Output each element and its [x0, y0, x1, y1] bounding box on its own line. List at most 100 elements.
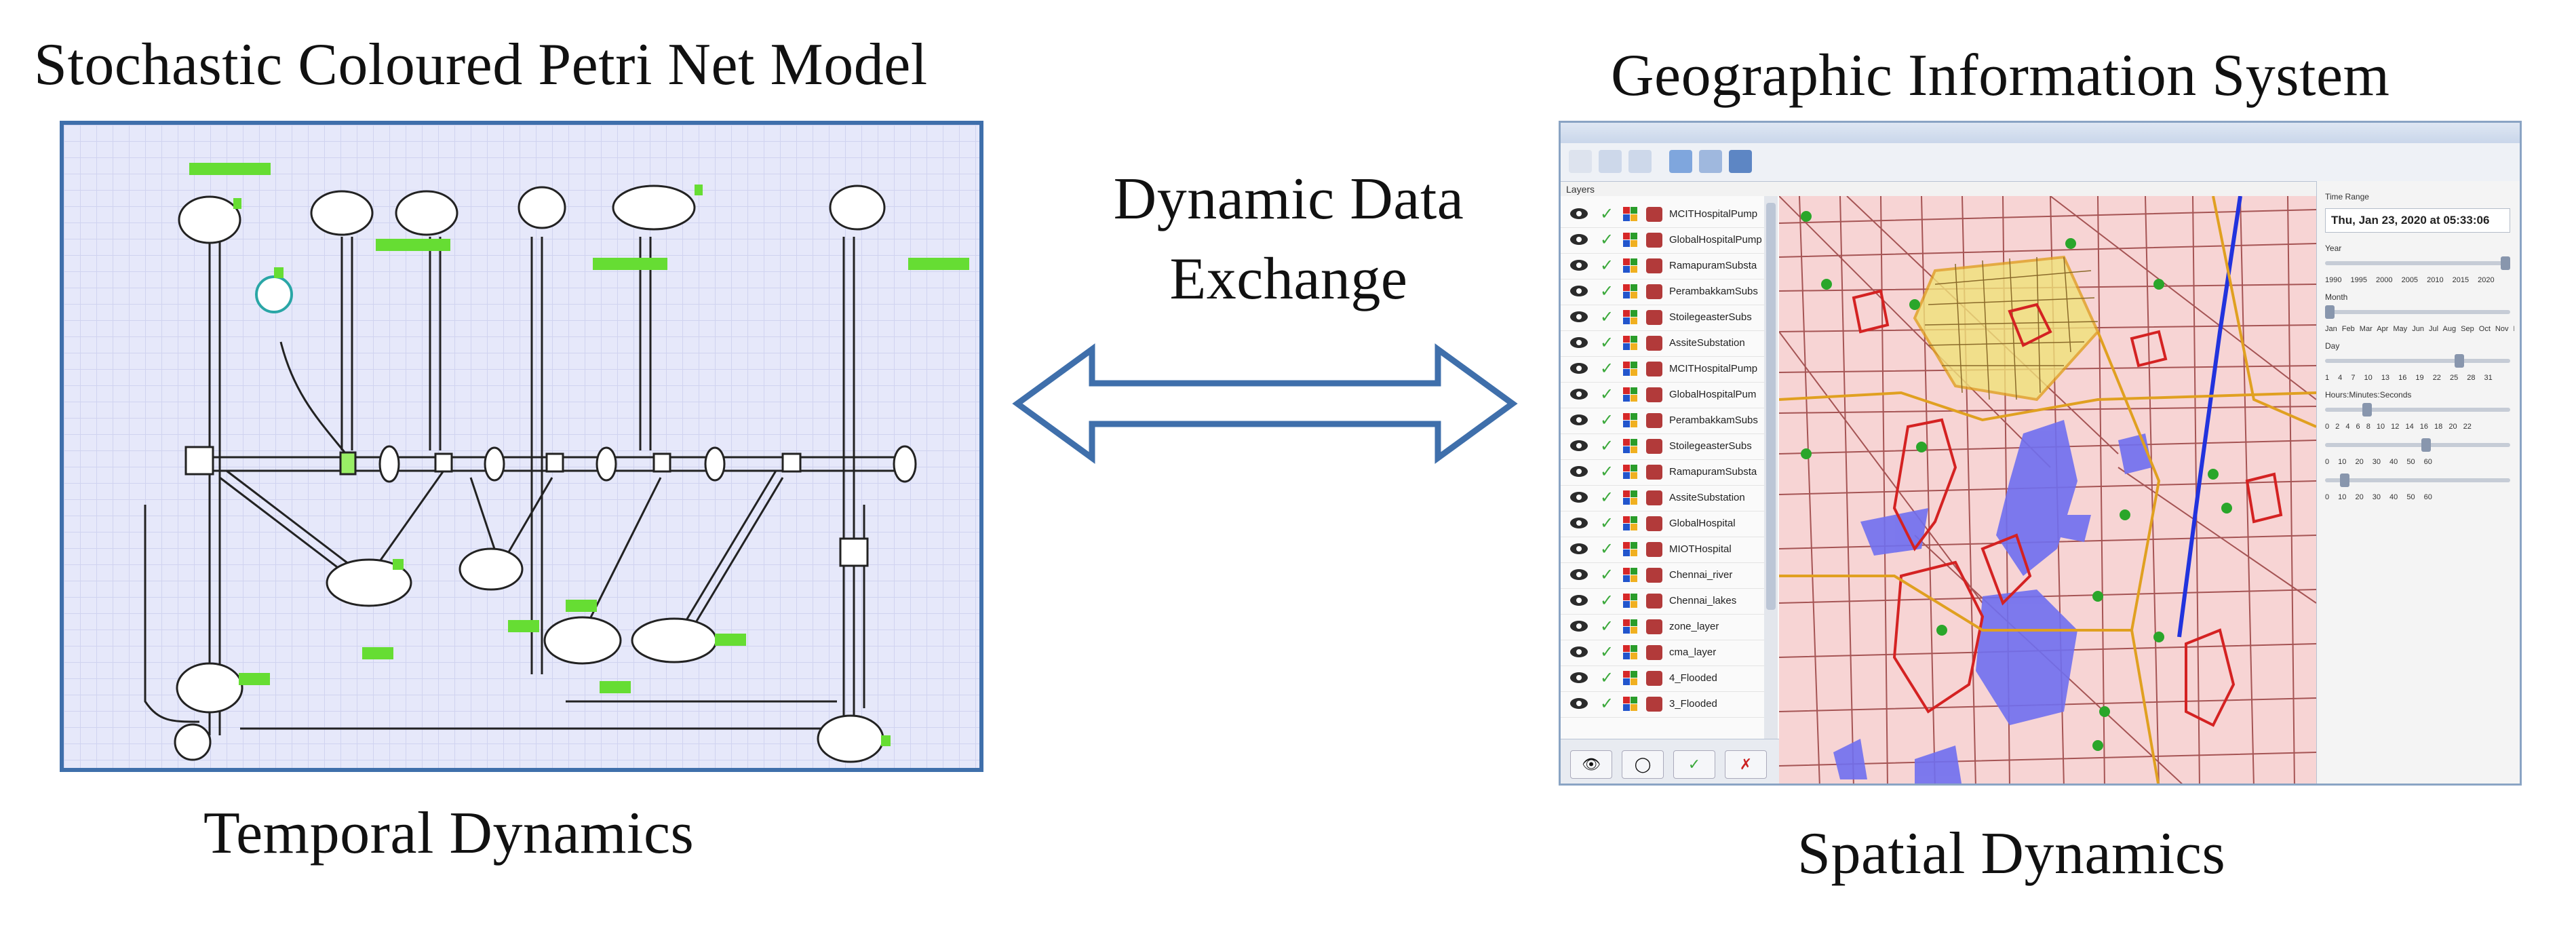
- year-slider[interactable]: [2325, 256, 2510, 270]
- layer-row[interactable]: ✓PerambakkamSubs: [1561, 279, 1764, 305]
- hour-slider[interactable]: [2325, 403, 2510, 417]
- eye-icon[interactable]: [1570, 311, 1588, 322]
- eye-icon[interactable]: [1570, 286, 1588, 296]
- time-range-label: Time Range: [2325, 192, 2369, 201]
- check-icon[interactable]: ✓: [1600, 205, 1614, 223]
- database-icon: [1646, 697, 1662, 712]
- eye-icon[interactable]: [1570, 492, 1588, 503]
- full-extent-icon[interactable]: [1729, 150, 1752, 173]
- layer-row[interactable]: ✓ GlobalHospitalPum: [1561, 382, 1764, 408]
- layer-row[interactable]: ✓GlobalHospital: [1561, 511, 1764, 537]
- check-icon[interactable]: ✓: [1600, 256, 1614, 275]
- check-icon[interactable]: ✓: [1600, 385, 1614, 404]
- month-slider[interactable]: [2325, 305, 2510, 319]
- database-icon: [1646, 207, 1662, 222]
- check-icon[interactable]: ✓: [1600, 488, 1614, 507]
- check-icon[interactable]: ✓: [1600, 540, 1614, 558]
- layer-row[interactable]: ✓AssiteSubstation: [1561, 330, 1764, 357]
- check-icon[interactable]: ✓: [1600, 282, 1614, 301]
- check-icon[interactable]: ✓: [1600, 592, 1614, 610]
- multicolor-symbol-icon: [1623, 516, 1638, 531]
- eye-icon[interactable]: [1570, 414, 1588, 425]
- time-range-panel: Time Range Thu, Jan 23, 2020 at 05:33:06…: [2316, 181, 2520, 784]
- layer-row[interactable]: ✓MCITHospitalPump: [1561, 201, 1764, 228]
- eye-icon[interactable]: [1570, 543, 1588, 554]
- eye-icon[interactable]: [1570, 208, 1588, 219]
- layer-name: MIOTHospital: [1669, 543, 1732, 555]
- zoom-in-icon[interactable]: [1599, 150, 1622, 173]
- check-icon[interactable]: ✓: [1600, 643, 1614, 661]
- check-icon[interactable]: ✓: [1600, 566, 1614, 584]
- layer-row[interactable]: ✓zone_layer: [1561, 614, 1764, 640]
- exchange-label-line1: Dynamic Data: [1113, 166, 1464, 232]
- layer-row[interactable]: ✓ Chennai_lakes: [1561, 588, 1764, 615]
- database-icon: [1646, 362, 1662, 376]
- petri-net-diagram: [64, 125, 979, 768]
- zoom-out-icon[interactable]: [1628, 150, 1652, 173]
- eye-icon[interactable]: [1570, 389, 1588, 400]
- eye-icon[interactable]: [1570, 698, 1588, 709]
- eye-icon[interactable]: [1570, 466, 1588, 477]
- minute-slider[interactable]: [2325, 438, 2510, 452]
- layer-row[interactable]: ✓ 4_Flooded: [1561, 665, 1764, 692]
- check-icon[interactable]: ✓: [1600, 695, 1614, 713]
- layer-row[interactable]: ✓3_Flooded: [1561, 691, 1764, 718]
- show-layers-button[interactable]: 👁: [1570, 750, 1612, 779]
- layer-row[interactable]: ✓GlobalHospitalPump: [1561, 227, 1764, 254]
- database-icon: [1646, 671, 1662, 686]
- disable-layers-button[interactable]: ✗: [1725, 750, 1767, 779]
- layer-name: Chennai_lakes: [1669, 595, 1737, 606]
- check-icon[interactable]: ✓: [1600, 360, 1614, 378]
- check-icon[interactable]: ✓: [1600, 411, 1614, 429]
- date-time-field[interactable]: Thu, Jan 23, 2020 at 05:33:06: [2325, 208, 2510, 233]
- pointer-icon[interactable]: [1569, 150, 1592, 173]
- layer-name: StoilegeasterSubs: [1669, 440, 1752, 452]
- map-canvas: [1779, 196, 2316, 784]
- layer-row[interactable]: ✓PerambakkamSubs: [1561, 408, 1764, 434]
- layer-row[interactable]: ✓cma_layer: [1561, 640, 1764, 666]
- layer-row[interactable]: ✓RamapuramSubsta: [1561, 459, 1764, 486]
- layer-row[interactable]: ✓ MIOTHospital: [1561, 537, 1764, 563]
- check-icon[interactable]: ✓: [1600, 463, 1614, 481]
- info-icon[interactable]: [1699, 150, 1722, 173]
- eye-icon[interactable]: [1570, 337, 1588, 348]
- eye-icon[interactable]: [1570, 260, 1588, 271]
- layer-row[interactable]: ✓RamapuramSubsta: [1561, 253, 1764, 279]
- second-slider[interactable]: [2325, 473, 2510, 487]
- layer-row[interactable]: ✓ StoilegeasterSubs: [1561, 433, 1764, 460]
- multicolor-symbol-icon: [1623, 310, 1638, 325]
- layer-row[interactable]: ✓Chennai_river: [1561, 562, 1764, 589]
- database-icon: [1646, 439, 1662, 454]
- eye-icon[interactable]: [1570, 518, 1588, 528]
- layer-name: 4_Flooded: [1669, 672, 1717, 684]
- multicolor-symbol-icon: [1623, 465, 1638, 480]
- check-icon[interactable]: ✓: [1600, 617, 1614, 636]
- check-icon[interactable]: ✓: [1600, 669, 1614, 687]
- check-icon[interactable]: ✓: [1600, 308, 1614, 326]
- day-slider[interactable]: [2325, 354, 2510, 368]
- map-view[interactable]: [1779, 196, 2316, 784]
- check-icon[interactable]: ✓: [1600, 334, 1614, 352]
- eye-icon[interactable]: [1570, 646, 1588, 657]
- layer-name: GlobalHospitalPum: [1669, 389, 1757, 400]
- eye-icon[interactable]: [1570, 440, 1588, 451]
- multicolor-symbol-icon: [1623, 439, 1638, 454]
- pan-icon[interactable]: [1669, 150, 1692, 173]
- enable-layers-button[interactable]: ✓: [1673, 750, 1715, 779]
- layer-row[interactable]: ✓AssiteSubstation: [1561, 485, 1764, 511]
- layers-scrollbar[interactable]: [1764, 196, 1778, 739]
- check-icon[interactable]: ✓: [1600, 231, 1614, 249]
- gis-title: Geographic Information System: [1611, 43, 2390, 109]
- eye-icon[interactable]: [1570, 595, 1588, 606]
- exchange-label-line2: Exchange: [1169, 246, 1408, 312]
- eye-icon[interactable]: [1570, 569, 1588, 580]
- eye-icon[interactable]: [1570, 234, 1588, 245]
- layer-row[interactable]: ✓StoilegeasterSubs: [1561, 305, 1764, 331]
- check-icon[interactable]: ✓: [1600, 437, 1614, 455]
- hide-layers-button[interactable]: ◯: [1622, 750, 1664, 779]
- eye-icon[interactable]: [1570, 363, 1588, 374]
- layer-row[interactable]: ✓MCITHospitalPump: [1561, 356, 1764, 383]
- eye-icon[interactable]: [1570, 621, 1588, 632]
- check-icon[interactable]: ✓: [1600, 514, 1614, 533]
- eye-icon[interactable]: [1570, 672, 1588, 683]
